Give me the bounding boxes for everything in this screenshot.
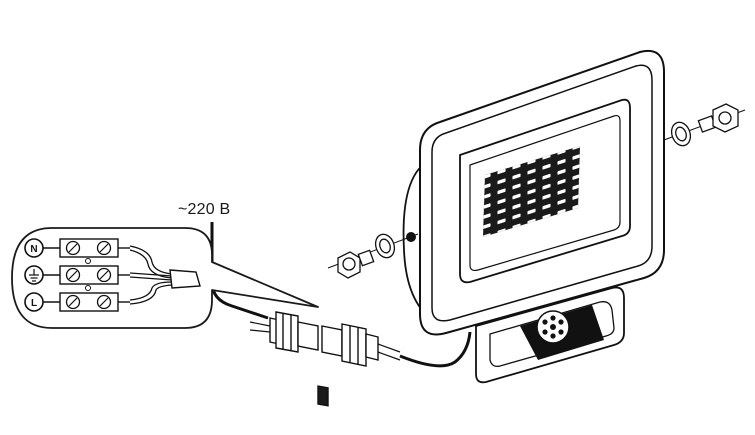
- mounting-bolt-icon: [697, 103, 739, 133]
- motion-sensor-module: [475, 286, 625, 384]
- line-terminal-letter: L: [31, 298, 37, 309]
- floodlight: [402, 50, 665, 384]
- terminal-row-neutral: N: [24, 238, 130, 258]
- neutral-terminal-letter: N: [30, 244, 37, 255]
- cable-jacket: [169, 269, 201, 289]
- supply-voltage-label: ~220 В: [178, 201, 231, 218]
- left-mounting-hardware: [327, 233, 419, 279]
- mounting-bolt-icon: [337, 249, 375, 279]
- waterproof-connector: [249, 311, 401, 407]
- lamp-cable: [399, 331, 472, 368]
- internal-wires: [129, 245, 173, 305]
- ground-symbol-icon: [29, 269, 39, 282]
- terminal-row-line: L: [24, 292, 130, 312]
- terminal-block-detail: N: [11, 227, 319, 329]
- terminal-row-ground: [24, 265, 130, 285]
- right-mounting-hardware: [663, 103, 746, 147]
